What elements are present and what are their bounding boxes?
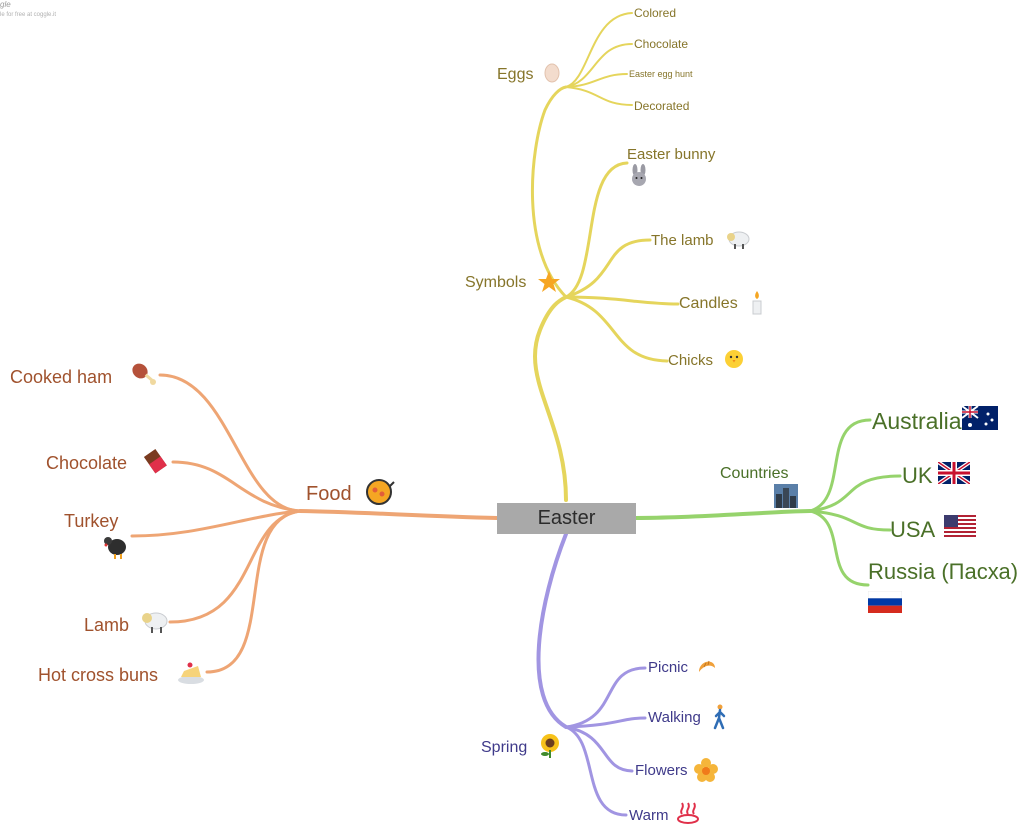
node-russia[interactable]: Russia (Пасха) <box>868 559 1019 584</box>
rabbit-icon <box>632 164 646 186</box>
sunflower-icon <box>541 734 559 758</box>
node-cooked-ham[interactable]: Cooked ham <box>10 367 113 387</box>
blossom-icon <box>694 758 718 782</box>
star-icon <box>538 271 560 292</box>
walking-person-icon <box>713 704 726 730</box>
sheep-icon <box>727 231 750 249</box>
connector-spring-flowers <box>564 725 634 773</box>
node-lamb[interactable]: Lamb <box>84 615 130 635</box>
croissant-icon <box>699 660 715 672</box>
turkey-icon <box>104 537 126 559</box>
connector-symbols-chicks <box>564 295 669 363</box>
connector-spring-walking <box>564 716 647 729</box>
connector-central-countries <box>634 509 812 520</box>
sheep-icon <box>142 612 168 633</box>
chick-icon <box>725 350 743 368</box>
node-candles[interactable]: Candles <box>679 295 738 312</box>
central-topic-easter[interactable]: Easter <box>497 503 636 534</box>
connector-eggs-hunt <box>565 73 628 88</box>
node-eggs-chocolate[interactable]: Chocolate <box>634 37 689 51</box>
connector-spring-warm <box>564 725 628 817</box>
connector-food-buns <box>205 509 302 674</box>
cityscape-icon <box>774 484 798 508</box>
connector-countries-russia <box>808 509 870 587</box>
node-eggs-easter-egg-hunt[interactable]: Easter egg hunt <box>629 69 693 79</box>
connector-countries-uk <box>808 474 902 513</box>
node-usa[interactable]: USA <box>890 517 936 542</box>
connector-symbols-candles <box>564 295 680 306</box>
node-eggs-colored[interactable]: Colored <box>634 6 677 20</box>
flag-australia-icon <box>962 406 998 430</box>
connector-central-symbols <box>533 295 568 502</box>
node-chicks[interactable]: Chicks <box>668 352 714 369</box>
candle-icon <box>752 291 762 315</box>
meat-on-bone-icon <box>132 363 156 385</box>
node-warm[interactable]: Warm <box>629 807 669 824</box>
node-eggs[interactable]: Eggs <box>497 66 534 83</box>
node-food[interactable]: Food <box>306 483 352 505</box>
connector-symbols-lamb <box>564 238 652 299</box>
connector-eggs-decorated <box>565 86 633 106</box>
connector-food-lamb <box>168 509 302 624</box>
connector-food-chocolate <box>171 460 302 513</box>
node-eggs-decorated[interactable]: Decorated <box>634 99 690 113</box>
connector-countries-australia <box>808 418 872 513</box>
node-australia[interactable]: Australia <box>872 408 962 434</box>
connector-central-food <box>298 509 499 520</box>
node-walking[interactable]: Walking <box>648 709 701 726</box>
node-turkey[interactable]: Turkey <box>64 511 119 531</box>
watermark-logo: gle <box>0 0 11 9</box>
connector-food-ham <box>158 373 302 513</box>
node-flowers[interactable]: Flowers <box>635 762 688 779</box>
node-the-lamb[interactable]: The lamb <box>651 232 714 249</box>
flag-uk-icon <box>938 462 970 484</box>
node-picnic[interactable]: Picnic <box>648 659 689 676</box>
flag-usa-icon <box>944 515 976 539</box>
node-uk[interactable]: UK <box>902 463 933 488</box>
connector-spring-picnic <box>564 666 647 729</box>
node-easter-bunny[interactable]: Easter bunny <box>627 146 716 163</box>
connector-eggs-colored <box>565 12 633 88</box>
connector-eggs-chocolate <box>565 43 633 88</box>
node-chocolate[interactable]: Chocolate <box>46 453 128 473</box>
node-hot-cross-buns[interactable]: Hot cross buns <box>38 665 159 685</box>
watermark-text: le for free at coggle.it <box>0 12 57 18</box>
node-countries[interactable]: Countries <box>720 465 789 482</box>
paella-icon <box>366 479 395 505</box>
hot-springs-icon <box>677 802 699 824</box>
node-symbols[interactable]: Symbols <box>465 274 527 291</box>
chocolate-bar-icon <box>143 448 167 474</box>
flag-russia-icon <box>868 591 902 613</box>
egg-icon <box>544 63 560 83</box>
connector-symbols-eggs <box>530 85 568 299</box>
node-spring[interactable]: Spring <box>481 739 528 756</box>
connector-symbols-bunny <box>564 161 629 299</box>
connector-countries-usa <box>808 509 892 532</box>
cake-icon <box>178 662 204 684</box>
connector-central-spring <box>536 532 568 729</box>
connector-food-turkey <box>130 509 302 538</box>
